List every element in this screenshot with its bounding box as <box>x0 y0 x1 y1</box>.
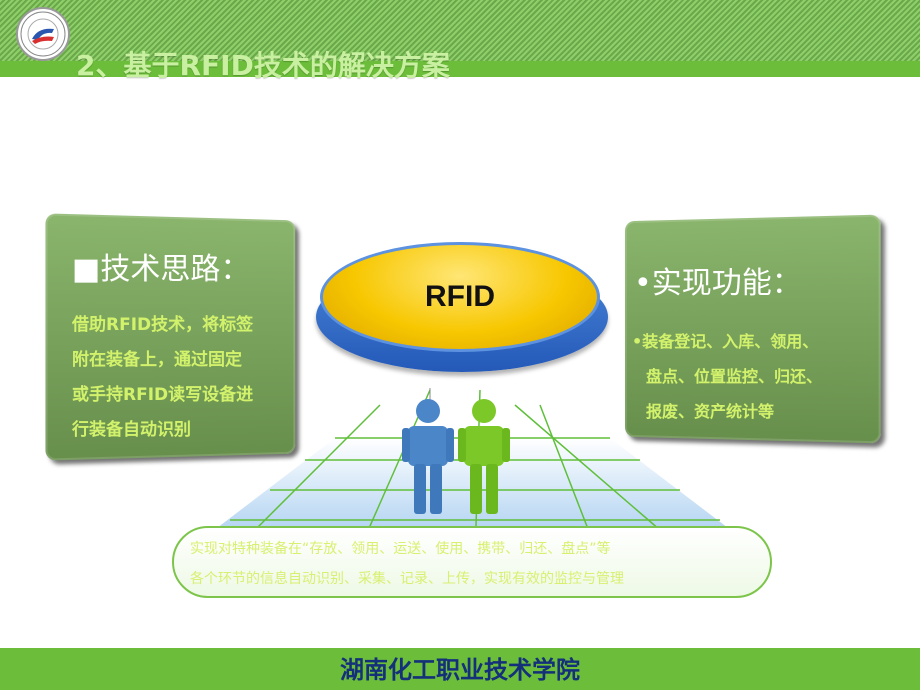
right-panel-text: •装备登记、入库、领用、 盘点、位置监控、归还、 报废、资产统计等 <box>632 324 822 429</box>
person-green-icon <box>458 399 510 514</box>
rfid-disc-top <box>320 242 600 352</box>
right-panel-title: •实现功能： <box>634 266 802 301</box>
left-panel-title: ■技术思路： <box>72 252 251 287</box>
left-panel-text: 借助RFID技术，将标签 附在装备上，通过固定 或手持RFID读写设备进 行装备… <box>72 308 253 448</box>
left-panel-line: 或手持RFID读写设备进 <box>72 385 254 405</box>
summary-bubble <box>172 526 772 598</box>
rfid-label: RFID <box>425 280 495 313</box>
footer-institution: 湖南化工职业技术学院 <box>340 656 580 684</box>
right-panel-line: 盘点、位置监控、归还、 <box>646 367 823 386</box>
page-title: 2、基于RFID技术的解决方案 <box>76 49 450 82</box>
header-stripes <box>0 0 920 62</box>
left-panel-line: 附在装备上，通过固定 <box>72 350 242 370</box>
summary-line: 各个环节的信息自动识别、采集、记录、上传，实现有效的监控与管理 <box>190 571 624 587</box>
person-blue-icon <box>402 399 454 514</box>
left-panel-line: 借助RFID技术，将标签 <box>72 315 254 335</box>
left-panel-line: 行装备自动识别 <box>72 420 191 440</box>
summary-line: 实现对特种装备在“存放、领用、运送、使用、携带、归还、盘点”等 <box>190 541 611 557</box>
right-panel-line: 报废、资产统计等 <box>646 402 775 421</box>
footer-bar <box>0 648 920 690</box>
header-bar <box>0 61 920 77</box>
school-logo <box>16 7 70 61</box>
right-panel-line: •装备登记、入库、领用、 <box>632 332 819 351</box>
